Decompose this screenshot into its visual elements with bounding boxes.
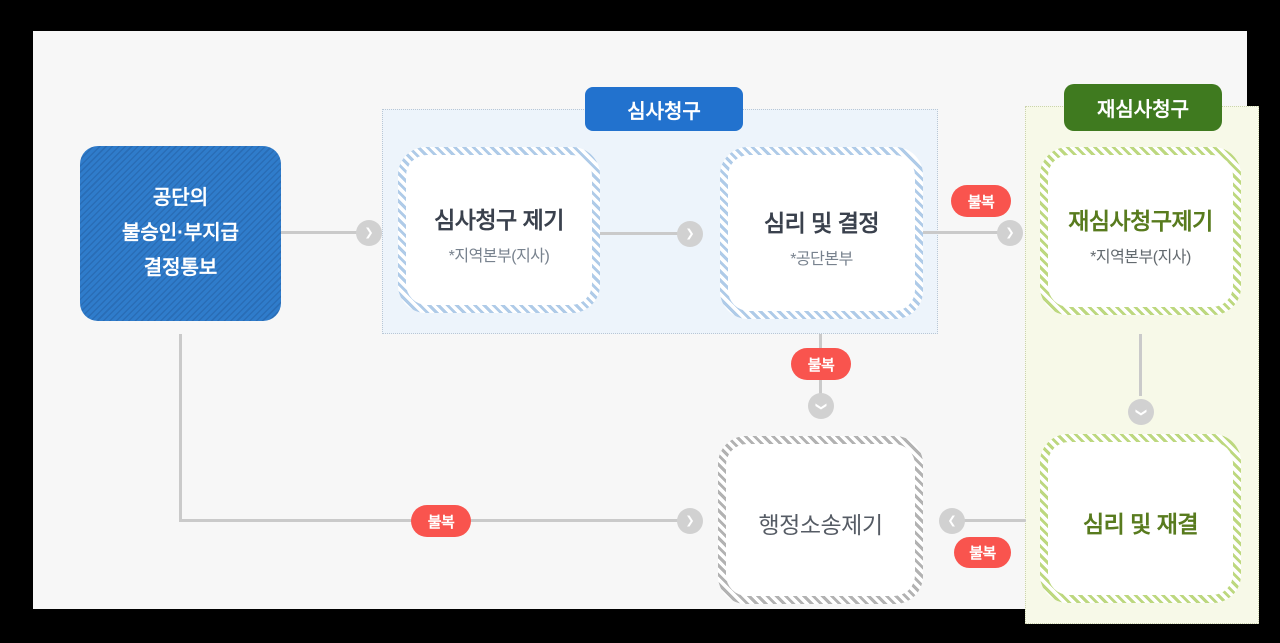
node-reexamination-filing: 재심사청구제기 *지역본부(지사) xyxy=(1040,147,1241,315)
chevron-right-icon: ❯ xyxy=(685,227,695,240)
arrow-right-icon: ❯ xyxy=(677,508,703,534)
node-title: 심리 및 결정 xyxy=(763,209,880,236)
arrow-right-icon: ❯ xyxy=(356,220,382,246)
arrow-left-icon: ❮ xyxy=(939,508,965,534)
node-title: 재심사청구제기 xyxy=(1068,207,1213,234)
chevron-right-icon: ❯ xyxy=(364,226,374,239)
node-administrative-lawsuit: 행정소송제기 xyxy=(718,436,923,604)
review-request-badge: 심사청구 xyxy=(585,87,743,131)
node-review-request-filing-body: 심사청구 제기 *지역본부(지사) xyxy=(406,155,592,305)
chevron-down-icon: ❯ xyxy=(1135,407,1148,417)
node-hearing-and-ruling-body: 심리 및 재결 xyxy=(1048,442,1233,595)
node-decision-notice-line3: 결정통보 xyxy=(143,257,218,279)
connector-refiling-to-ruling xyxy=(1139,334,1142,396)
appeal-badge: 불복 xyxy=(954,537,1011,568)
node-title: 행정소송제기 xyxy=(758,512,883,538)
diagram-canvas: 공단의 불승인·부지급 결정통보 심사청구 심사청구 제기 *지역본부(지사) … xyxy=(33,31,1259,624)
chevron-right-icon: ❯ xyxy=(1005,226,1015,239)
node-review-request-filing: 심사청구 제기 *지역본부(지사) xyxy=(398,147,600,313)
arrow-right-icon: ❯ xyxy=(677,221,703,247)
connector-decision-to-reexamination xyxy=(923,231,999,234)
chevron-right-icon: ❯ xyxy=(685,514,695,527)
node-hearing-and-decision-body: 심리 및 결정 *공단본부 xyxy=(728,155,915,311)
node-decision-notice-line2: 불승인·부지급 xyxy=(121,222,240,244)
appeal-badge: 불복 xyxy=(951,185,1011,217)
node-subtitle: *공단본부 xyxy=(790,250,853,268)
arrow-down-icon: ❯ xyxy=(1128,399,1154,425)
node-hearing-and-ruling: 심리 및 재결 xyxy=(1040,434,1241,603)
connector-filing-to-decision xyxy=(600,232,679,235)
node-hearing-and-decision: 심리 및 결정 *공단본부 xyxy=(720,147,923,319)
appeal-badge: 불복 xyxy=(411,505,471,537)
connector-start-down xyxy=(179,334,182,522)
node-reexamination-filing-body: 재심사청구제기 *지역본부(지사) xyxy=(1048,155,1233,307)
arrow-right-icon: ❯ xyxy=(997,220,1023,246)
node-decision-notice: 공단의 불승인·부지급 결정통보 xyxy=(80,146,281,321)
node-title: 심사청구 제기 xyxy=(434,206,564,233)
connector-ruling-to-lawsuit xyxy=(962,519,1026,522)
node-subtitle: *지역본부(지사) xyxy=(448,247,550,265)
chevron-left-icon: ❮ xyxy=(947,514,957,527)
reexamination-request-badge: 재심사청구 xyxy=(1064,84,1222,131)
connector-start-to-filing xyxy=(281,231,358,234)
node-administrative-lawsuit-body: 행정소송제기 xyxy=(726,444,915,596)
node-title: 심리 및 재결 xyxy=(1082,510,1199,537)
arrow-down-icon: ❯ xyxy=(808,393,834,419)
node-decision-notice-line1: 공단의 xyxy=(152,187,209,209)
appeal-badge: 불복 xyxy=(791,348,851,380)
node-subtitle: *지역본부(지사) xyxy=(1090,248,1191,266)
chevron-down-icon: ❯ xyxy=(815,401,828,411)
